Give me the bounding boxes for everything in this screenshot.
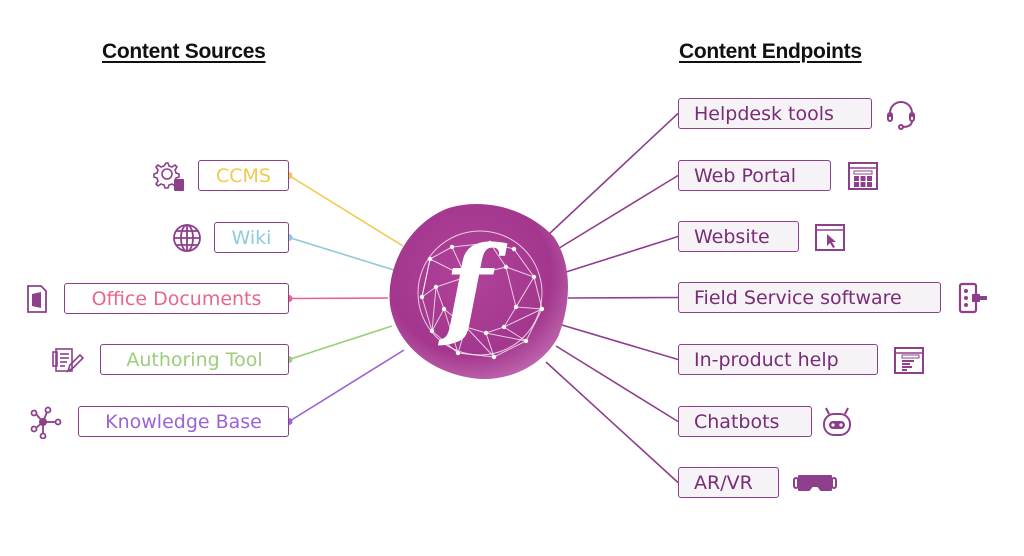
endpoint-field-service-software[interactable]: Field Service software bbox=[678, 282, 941, 313]
source-wiki[interactable]: Wiki bbox=[214, 222, 289, 253]
hub-logo: f bbox=[386, 197, 574, 385]
web-portal-grid-icon bbox=[846, 159, 880, 193]
source-connector bbox=[288, 349, 405, 423]
source-label: Authoring Tool bbox=[126, 348, 263, 371]
source-connector bbox=[288, 297, 389, 300]
browser-cursor-icon bbox=[813, 220, 847, 254]
source-label: CCMS bbox=[216, 164, 271, 187]
source-connector bbox=[288, 236, 395, 271]
endpoint-web-portal[interactable]: Web Portal bbox=[678, 160, 831, 191]
gear-book-icon bbox=[152, 159, 186, 193]
endpoint-label: AR/VR bbox=[694, 471, 753, 494]
mobile-plug-icon bbox=[955, 281, 989, 315]
endpoint-connector bbox=[555, 174, 679, 251]
source-label: Office Documents bbox=[91, 287, 262, 310]
help-window-icon bbox=[892, 343, 926, 377]
authoring-pen-icon bbox=[50, 343, 85, 377]
endpoint-chatbots[interactable]: Chatbots bbox=[678, 406, 812, 437]
source-authoring-tool[interactable]: Authoring Tool bbox=[100, 344, 289, 375]
endpoint-connector bbox=[561, 324, 679, 361]
source-knowledge-base[interactable]: Knowledge Base bbox=[78, 406, 289, 437]
network-nodes-icon bbox=[28, 405, 62, 439]
endpoint-website[interactable]: Website bbox=[678, 221, 799, 252]
endpoint-label: Chatbots bbox=[694, 410, 780, 433]
endpoint-connector bbox=[567, 296, 679, 299]
endpoint-connector bbox=[547, 112, 679, 236]
globe-icon bbox=[170, 221, 204, 255]
vr-headset-icon bbox=[793, 466, 837, 500]
endpoint-ar-vr[interactable]: AR/VR bbox=[678, 467, 779, 498]
endpoint-label: In-product help bbox=[694, 348, 839, 371]
office-document-icon bbox=[20, 282, 54, 316]
content-endpoints-heading: Content Endpoints bbox=[679, 40, 862, 63]
headset-icon bbox=[884, 97, 918, 131]
endpoint-label: Web Portal bbox=[694, 164, 797, 187]
endpoint-helpdesk-tools[interactable]: Helpdesk tools bbox=[678, 98, 872, 129]
endpoint-connector bbox=[545, 361, 679, 484]
endpoint-label: Website bbox=[694, 225, 770, 248]
robot-icon bbox=[820, 405, 854, 439]
endpoint-connector bbox=[565, 235, 679, 273]
endpoint-in-product-help[interactable]: In-product help bbox=[678, 344, 878, 375]
content-sources-heading: Content Sources bbox=[102, 40, 266, 63]
source-ccms[interactable]: CCMS bbox=[198, 160, 289, 191]
endpoint-label: Field Service software bbox=[694, 286, 902, 309]
source-connector bbox=[288, 174, 404, 247]
endpoint-connector bbox=[555, 345, 679, 423]
source-office-documents[interactable]: Office Documents bbox=[64, 283, 289, 314]
source-label: Knowledge Base bbox=[105, 410, 262, 433]
source-label: Wiki bbox=[231, 226, 272, 249]
source-connector bbox=[288, 325, 393, 361]
endpoint-label: Helpdesk tools bbox=[694, 102, 834, 125]
